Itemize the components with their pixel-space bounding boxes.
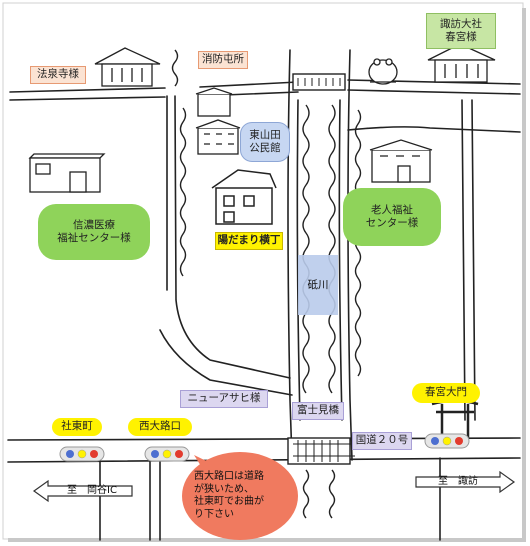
- shinano-building: [28, 153, 106, 193]
- label-shatocho: 社東町: [52, 418, 102, 436]
- label-toishi-river: 砥川: [307, 279, 329, 292]
- traffic-light-nishioji: [144, 446, 190, 462]
- bridge-fujimi: [287, 437, 351, 465]
- road-left-vertical-2: [174, 95, 291, 379]
- hidamari-building: [211, 169, 277, 225]
- label-to-okaya: 至 岡谷IC: [67, 485, 117, 497]
- label-shinano-iryo: 信濃医療 福祉センター様: [38, 204, 150, 260]
- note-nishioji-narrow: 西大路口は道路 が狭いため、 社東町でお曲が り下さい: [194, 471, 264, 520]
- label-fujimi-bridge: 富士見橋: [292, 402, 344, 420]
- label-route20: 国道２０号: [352, 432, 412, 450]
- note-bubble: [182, 452, 298, 540]
- frame-shadow: [522, 8, 526, 541]
- road-top-right-2: [347, 89, 521, 95]
- label-harumiya-daimon: 春宮大門: [412, 383, 480, 403]
- road-right-vertical: [461, 99, 466, 421]
- traffic-light-shatocho: [59, 446, 105, 462]
- traffic-light-harumiya: [424, 433, 470, 449]
- label-to-suwa: 至 諏訪: [438, 476, 478, 488]
- fire-station-building: [195, 87, 233, 117]
- rojin-building: [369, 139, 433, 183]
- river-inner-right: [338, 99, 343, 421]
- river-bank-left: [287, 49, 293, 461]
- hosenji-building: [94, 47, 161, 87]
- frame-shadow-bottom: [8, 538, 526, 542]
- label-fire-station: 消防屯所: [198, 51, 248, 69]
- label-rojin-fukushi: 老人福祉 センター様: [343, 188, 441, 246]
- arrow-suwa: [415, 470, 516, 494]
- community-hall-building: [195, 119, 241, 155]
- road-top-mid: [199, 81, 299, 88]
- road-right-mid: [347, 126, 521, 133]
- road-top-left-2: [9, 96, 166, 101]
- river-inner-left: [296, 99, 301, 421]
- label-nishi-oji: 西大路口: [128, 418, 192, 436]
- road-top-left: [9, 87, 166, 93]
- road-right-vertical-2: [471, 99, 476, 421]
- suwa-taisha-building: [427, 43, 496, 83]
- frog-statue: [368, 58, 398, 85]
- road-curve: [159, 329, 293, 396]
- label-higashiyamada: 東山田 公民館: [240, 122, 290, 162]
- label-suwa-taisha: 諏訪大社 春宮様: [426, 13, 496, 49]
- label-new-asahi: ニューアサヒ様: [180, 390, 268, 408]
- arrow-okaya: [32, 479, 133, 503]
- river-highlight: [298, 255, 338, 315]
- label-hidamari: 陽だまり横丁: [215, 232, 283, 250]
- label-hosenji: 法泉寺様: [30, 66, 86, 84]
